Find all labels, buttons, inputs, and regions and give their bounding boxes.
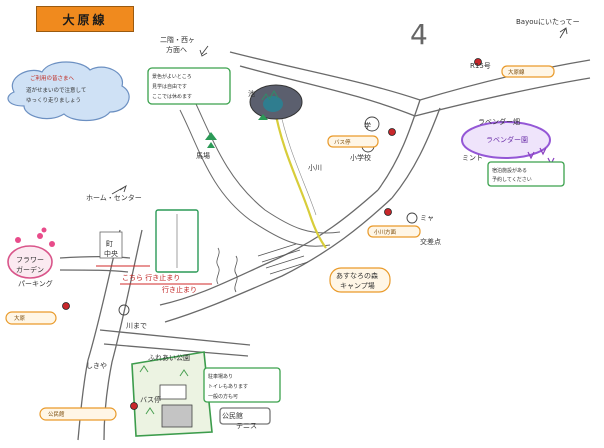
stream-squiggles bbox=[216, 247, 238, 293]
label-bus-r15: R15号 bbox=[470, 62, 491, 70]
label-sports: ふれあい公園 bbox=[148, 354, 190, 362]
flower-garden bbox=[7, 227, 55, 279]
label-red-note-2: 行き止まり bbox=[162, 285, 197, 294]
note-bottom-2: トイレもあります bbox=[208, 384, 248, 390]
label-school: 小学校 bbox=[350, 153, 371, 162]
label-bottom-road: 川まで bbox=[126, 322, 147, 330]
park-area bbox=[131, 351, 213, 437]
cloud-title: ご利用の皆さまへ bbox=[30, 74, 75, 82]
cloud-line-1: 道がせまいので注意して bbox=[26, 86, 86, 94]
road-network bbox=[59, 51, 591, 441]
label-hall: 公民館 bbox=[222, 411, 243, 420]
label-tree: しきや bbox=[86, 362, 107, 370]
cloud-line-2: ゆっくり走りましょう bbox=[26, 96, 81, 104]
label-top-road: 二階・西ヶ bbox=[160, 35, 195, 44]
label-hall-sub: テニス bbox=[236, 422, 257, 430]
note-bottom-3: 一般の方も可 bbox=[208, 393, 238, 400]
pill-text-3: 大原 bbox=[14, 314, 26, 322]
label-lavender-2: ラベンダー園 bbox=[486, 135, 528, 144]
note-right-2: 予約してください bbox=[492, 176, 532, 183]
pond-feature bbox=[249, 84, 303, 120]
town-block bbox=[99, 209, 199, 273]
label-lavender-3: ミント bbox=[462, 154, 483, 162]
label-park: あすなろの森 bbox=[336, 271, 378, 280]
label-lavender-1: ラベンダー畑 bbox=[478, 117, 520, 126]
direction-arrows bbox=[111, 27, 568, 195]
pill-text-2: 小川方面 bbox=[374, 228, 397, 236]
label-town-mark: 町 bbox=[106, 240, 113, 248]
label-garden-2: ガーデン bbox=[16, 265, 44, 274]
note-right-1: 宿泊施設がある bbox=[492, 167, 527, 174]
note-top-3: ここでは休めます bbox=[152, 93, 192, 100]
notice-cloud bbox=[7, 61, 130, 122]
map-title: 大原線 bbox=[36, 6, 134, 32]
note-boxes bbox=[147, 67, 565, 425]
pill-text-0: 大原線 bbox=[508, 68, 525, 76]
big-mark-4: 4 bbox=[410, 18, 428, 51]
note-bottom-1: 駐車場あり bbox=[208, 373, 233, 380]
label-town-sub: 中央 bbox=[104, 249, 118, 258]
label-garden: フラワー bbox=[16, 256, 44, 264]
note-top-1: 景色がよいところ bbox=[152, 73, 192, 80]
bus-stop-markers bbox=[62, 58, 482, 410]
pill-text-1: バス停 bbox=[334, 138, 351, 146]
note-top-2: 見学は自由です bbox=[152, 83, 187, 90]
pill-text-4: 公民館 bbox=[48, 410, 65, 418]
label-road-mark: ミャ bbox=[420, 214, 434, 222]
label-bus-center: ホーム・センター bbox=[86, 193, 142, 202]
label-lower-stop: バス停 bbox=[140, 395, 161, 404]
lavender-field bbox=[461, 121, 555, 166]
label-pond: 池 bbox=[248, 89, 255, 98]
label-school-mark: 学 bbox=[364, 121, 371, 130]
label-park-2: キャンプ場 bbox=[340, 281, 375, 290]
label-top-road-2: 方面へ bbox=[166, 45, 187, 54]
hatched-road bbox=[257, 243, 309, 275]
label-parking: パーキング bbox=[18, 279, 53, 288]
label-crossing: 交差点 bbox=[420, 237, 441, 246]
label-red-note: こちら 行き止まり bbox=[122, 273, 180, 282]
river bbox=[273, 109, 327, 249]
label-top-right-road: Bayouにいたってー bbox=[516, 18, 580, 26]
label-horse: 馬場 bbox=[196, 151, 210, 160]
pill-labels bbox=[5, 65, 555, 421]
tree-marks bbox=[205, 114, 268, 148]
label-river: 小川 bbox=[308, 163, 322, 172]
